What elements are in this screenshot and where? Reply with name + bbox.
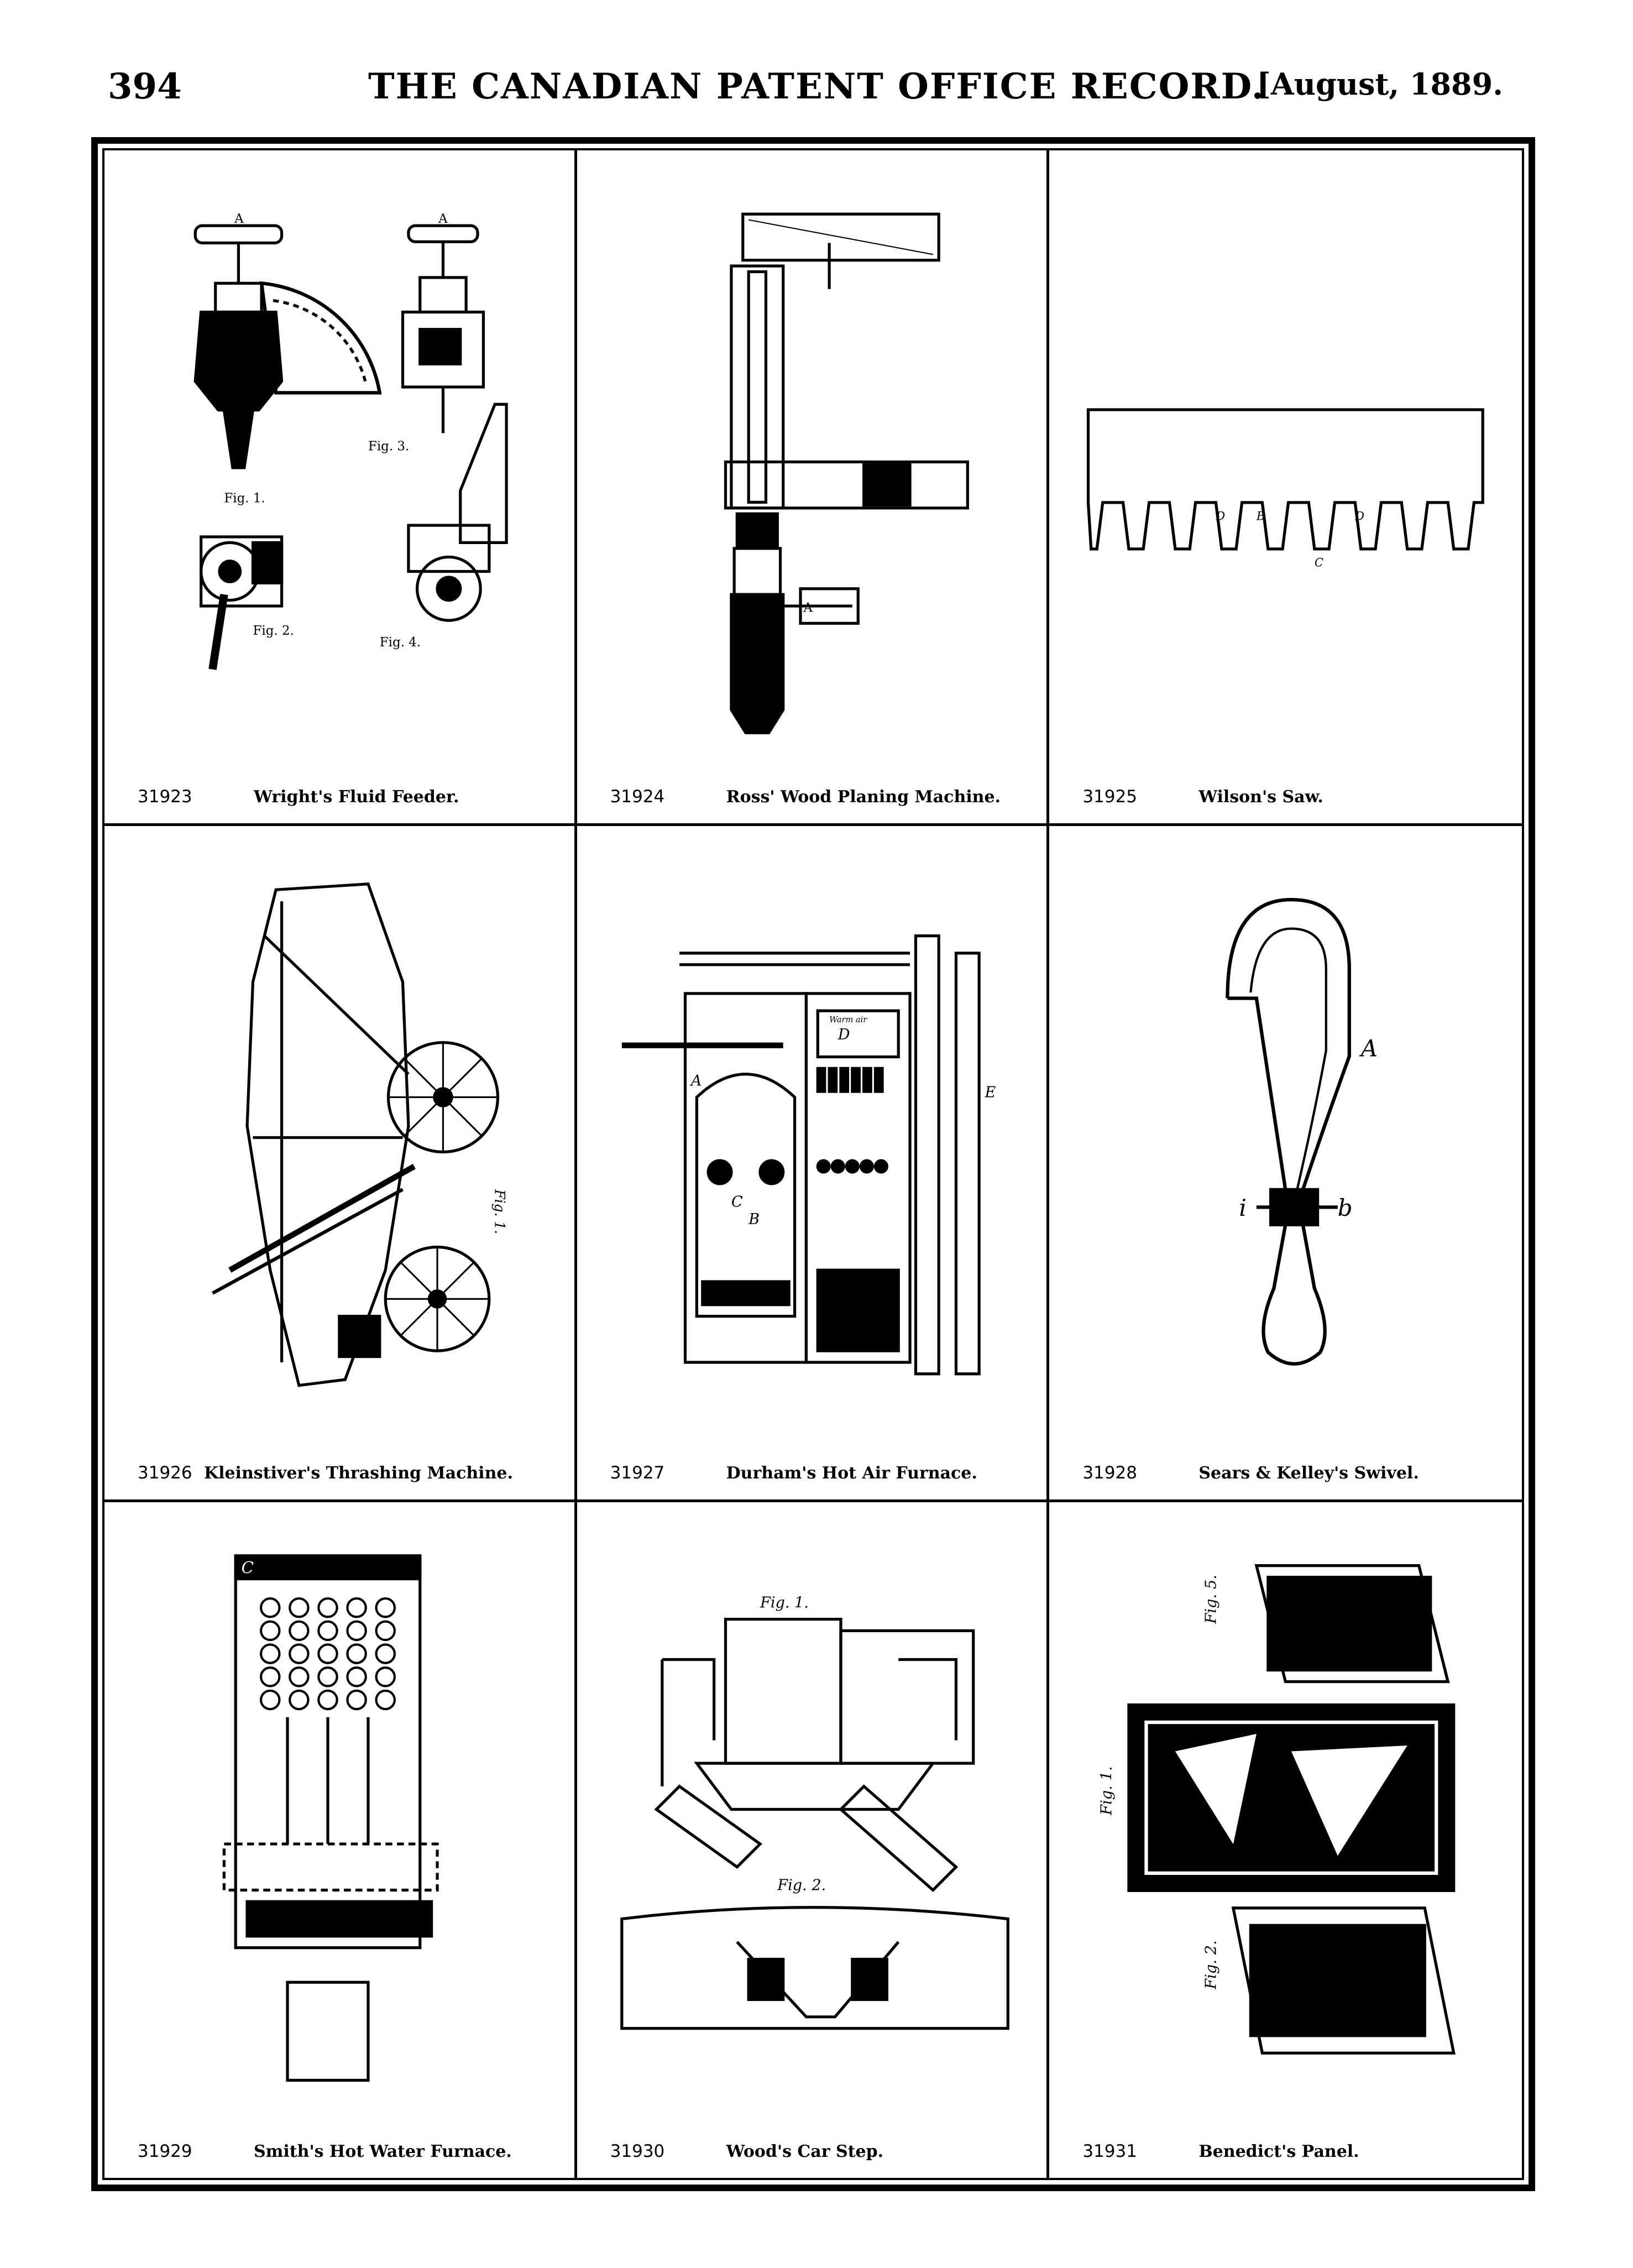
wood-planing-machine-drawing: A [724, 212, 969, 734]
patent-title: Durham's Hot Air Furnace. [726, 1463, 977, 1483]
patent-title: Wright's Fluid Feeder. [254, 787, 459, 807]
patent-grid: Fig. 1. Fig. 2. Fig. 3. Fig. 4. A A 3192… [102, 148, 1524, 2180]
patent-number: 31925 [1082, 787, 1137, 807]
page-header: 394 THE CANADIAN PATENT OFFICE RECORD. [… [0, 0, 1633, 138]
figure-label: Fig. 1. [1098, 1766, 1116, 1815]
hot-air-furnace-drawing: A B C D E Warm air [621, 934, 996, 1376]
figure-label: Fig. 2. [1203, 1940, 1220, 1989]
patent-number: 31926 [138, 1462, 192, 1483]
patent-illustration: Fig. 1. Fig. 2. [610, 1541, 1014, 2095]
journal-title: THE CANADIAN PATENT OFFICE RECORD. [368, 66, 1265, 107]
panel-drawing: Fig. 5. Fig. 1. Fig. 2. [1098, 1564, 1456, 2055]
patent-illustration: A b i [1082, 865, 1489, 1416]
patent-illustration: C [138, 1541, 541, 2095]
patent-number: 31930 [610, 2141, 665, 2161]
patent-caption: 31930 Wood's Car Step. [610, 2128, 1025, 2161]
patent-cell: C 31929 Smith's Hot Water Furnace. [104, 1502, 577, 2178]
figure-label: A [1359, 1035, 1378, 1062]
patent-title: Sears & Kelley's Swivel. [1198, 1463, 1419, 1483]
figure-label: D [1355, 509, 1365, 522]
patent-caption: 31925 Wilson's Saw. [1082, 774, 1500, 807]
figure-label: Fig. 2. [777, 1877, 826, 1894]
figure-label: A [234, 212, 244, 226]
figure-label: E [984, 1084, 996, 1101]
issue-date: [August, 1889. [1257, 66, 1503, 102]
page-number: 394 [108, 66, 182, 107]
figure-label: i [1239, 1194, 1247, 1221]
patent-illustration: A [610, 189, 1014, 740]
fluid-feeder-drawing: Fig. 1. Fig. 2. Fig. 3. Fig. 4. A A [193, 212, 508, 670]
figure-label: D [1216, 509, 1226, 522]
patent-cell: A B C D E Warm air 31927 Durham's Hot Ai… [577, 826, 1050, 1502]
patent-cell: A 31924 Ross' Wood Planing Machine. [577, 150, 1050, 827]
patent-cell: Fig. 1. 31926 Kleinstiver's Thrashing Ma… [104, 826, 577, 1502]
patent-number: 31931 [1082, 2141, 1137, 2161]
patent-number: 31927 [610, 1462, 665, 1483]
figure-label: B [1256, 509, 1265, 522]
thrashing-machine-drawing: Fig. 1. [212, 882, 507, 1387]
figure-label: B [748, 1211, 760, 1228]
figure-label: A [803, 600, 813, 615]
patent-number: 31929 [138, 2141, 192, 2161]
patent-caption: 31928 Sears & Kelley's Swivel. [1082, 1450, 1500, 1483]
figure-label: Fig. 1. [491, 1189, 507, 1235]
patent-caption: 31923 Wright's Fluid Feeder. [138, 774, 552, 807]
figure-label: Fig. 4. [380, 635, 421, 650]
figure-label: Fig. 2. [253, 624, 294, 638]
hot-water-furnace-drawing: C [222, 1554, 439, 2082]
patent-cell: D D B C 31925 Wilson's Saw. [1049, 150, 1522, 827]
patent-cell: Fig. 1. Fig. 2. 31930 Wood's Car Step. [577, 1502, 1050, 2178]
patent-illustration: D D B C [1082, 189, 1489, 740]
swivel-drawing: A b i [1226, 898, 1378, 1366]
patent-illustration: Fig. 5. Fig. 1. Fig. 2. [1082, 1541, 1489, 2095]
figure-label: A [689, 1073, 702, 1090]
figure-label: Warm air [829, 1015, 867, 1025]
patent-cell: Fig. 1. Fig. 2. Fig. 3. Fig. 4. A A 3192… [104, 150, 577, 827]
patent-title: Ross' Wood Planing Machine. [726, 787, 1001, 807]
patent-cell: Fig. 5. Fig. 1. Fig. 2. 31931 Benedict's… [1049, 1502, 1522, 2178]
saw-drawing: D D B C [1087, 408, 1485, 569]
car-step-drawing: Fig. 1. Fig. 2. [620, 1594, 1009, 2030]
figure-label: C [1315, 556, 1323, 569]
patent-plate-frame: Fig. 1. Fig. 2. Fig. 3. Fig. 4. A A 3192… [91, 137, 1535, 2191]
patent-title: Benedict's Panel. [1198, 2142, 1359, 2161]
figure-label: A [438, 212, 448, 226]
patent-number: 31928 [1082, 1462, 1137, 1483]
patent-number: 31923 [138, 787, 192, 807]
patent-caption: 31929 Smith's Hot Water Furnace. [138, 2128, 552, 2161]
patent-title: Kleinstiver's Thrashing Machine. [204, 1463, 513, 1483]
figure-label: C [731, 1194, 743, 1211]
figure-label: Fig. 5. [1203, 1575, 1220, 1624]
figure-label: Fig. 3. [368, 440, 409, 454]
patent-caption: 31924 Ross' Wood Planing Machine. [610, 774, 1025, 807]
patent-title: Wilson's Saw. [1198, 787, 1323, 807]
figure-label: C [242, 1558, 254, 1577]
patent-caption: 31927 Durham's Hot Air Furnace. [610, 1450, 1025, 1483]
patent-cell: A b i 31928 Sears & Kelley's Swivel. [1049, 826, 1522, 1502]
patent-title: Smith's Hot Water Furnace. [254, 2142, 512, 2161]
figure-label: Fig. 1. [760, 1594, 809, 1611]
patent-illustration: Fig. 1. [138, 865, 541, 1416]
patent-caption: 31926 Kleinstiver's Thrashing Machine. [138, 1450, 552, 1483]
figure-label: b [1338, 1194, 1353, 1221]
patent-caption: 31931 Benedict's Panel. [1082, 2128, 1500, 2161]
patent-illustration: Fig. 1. Fig. 2. Fig. 3. Fig. 4. A A [138, 189, 541, 740]
patent-title: Wood's Car Step. [726, 2142, 884, 2161]
patent-illustration: A B C D E Warm air [610, 865, 1014, 1416]
figure-label: D [837, 1027, 850, 1044]
patent-number: 31924 [610, 787, 665, 807]
figure-label: Fig. 1. [224, 491, 265, 505]
